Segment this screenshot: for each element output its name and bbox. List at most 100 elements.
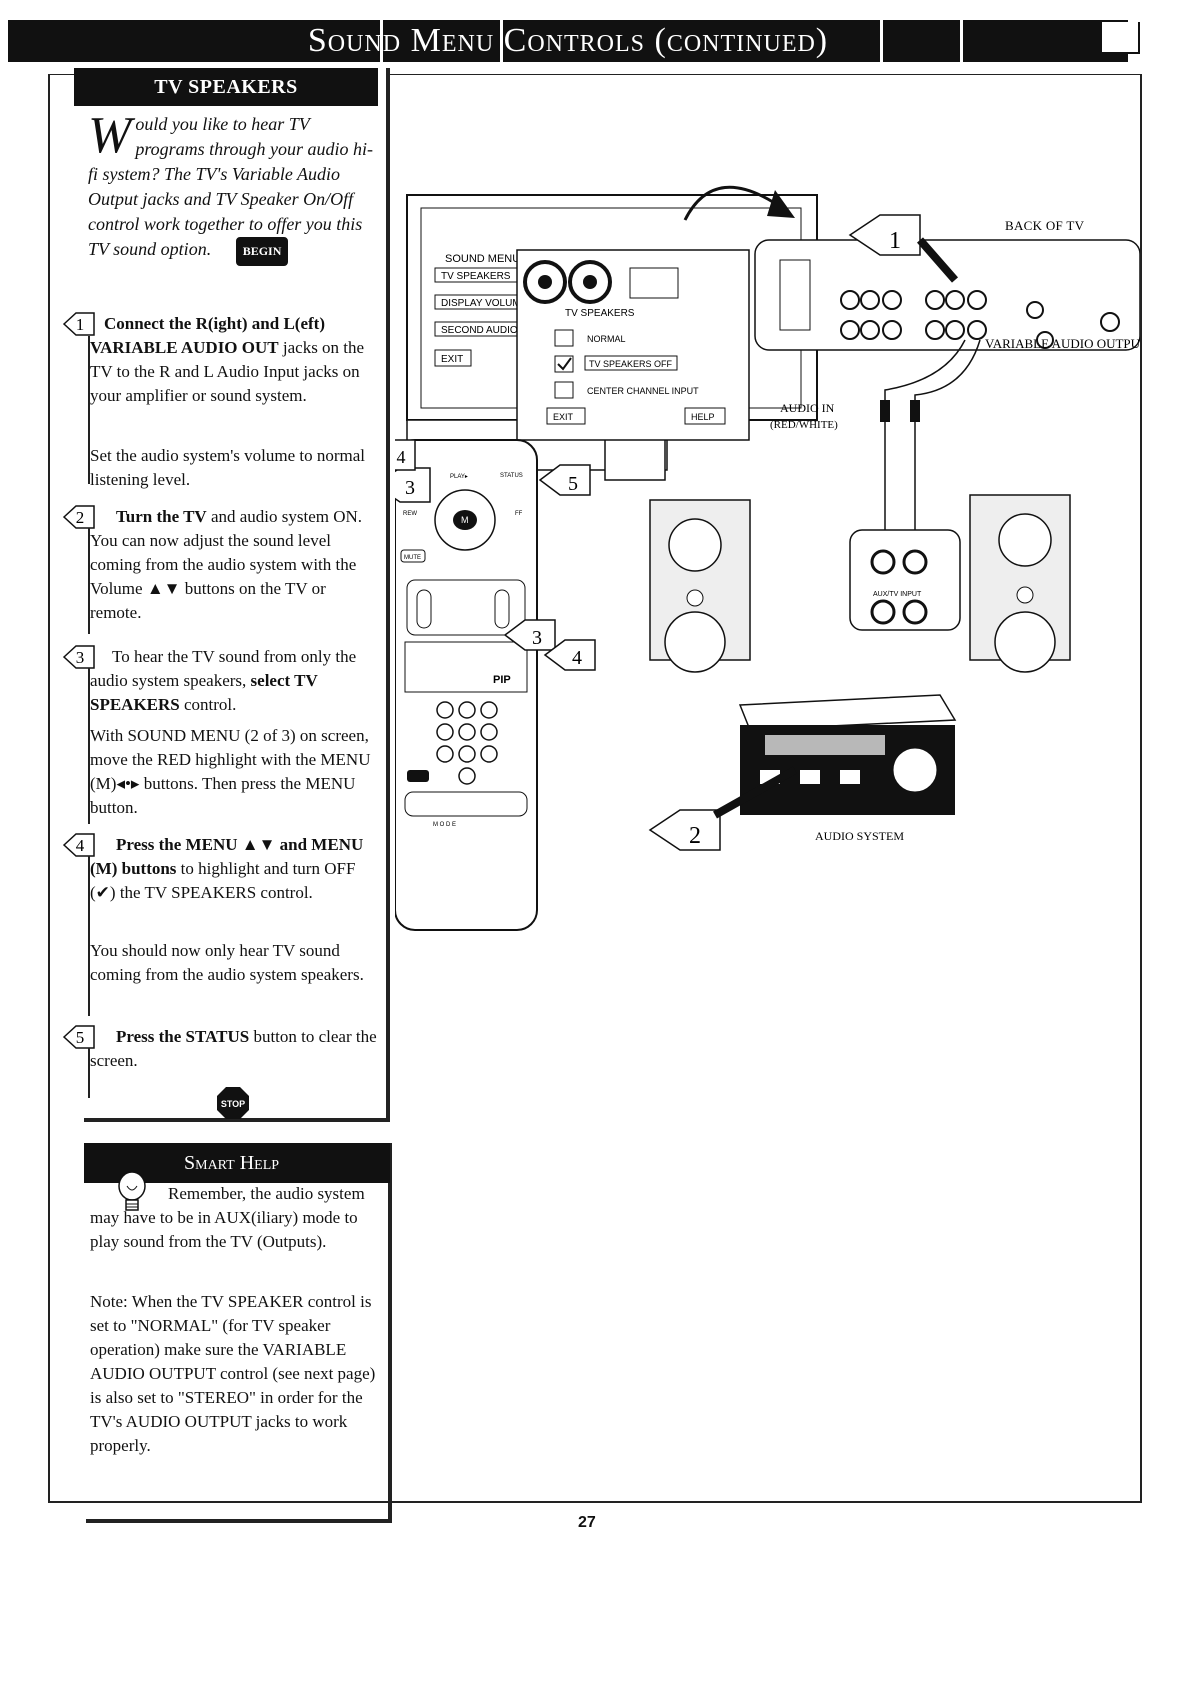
step-5-heading: Press the STATUS [116, 1027, 250, 1046]
step-2-icon: 2 [62, 505, 95, 529]
audio-cable [884, 339, 966, 450]
lightbulb-icon [118, 1171, 146, 1211]
banner-stripe [380, 20, 383, 62]
step-2-text: Turn the TV and audio system ON. You can… [90, 505, 380, 625]
svg-text:PIP: PIP [493, 674, 511, 686]
svg-text:4: 4 [76, 836, 85, 855]
svg-text:AUX/TV INPUT: AUX/TV INPUT [873, 591, 922, 598]
banner-stripe [500, 20, 503, 62]
step-3-icon: 3 [62, 645, 95, 669]
svg-text:3: 3 [405, 477, 415, 499]
svg-text:CENTER CHANNEL INPUT: CENTER CHANNEL INPUT [587, 386, 699, 396]
step-1-note: Set the audio system's volume to normal … [90, 446, 366, 489]
svg-text:NORMAL: NORMAL [587, 334, 626, 344]
svg-text:STATUS: STATUS [500, 473, 523, 479]
svg-text:PLAY▸: PLAY▸ [450, 474, 468, 480]
remote-control: M PLAY▸ STATUS REW FF MUTE PIP M O D E [395, 439, 538, 931]
svg-text:EXIT: EXIT [553, 412, 574, 422]
connection-illustration: SOUND MENU TV SPEAKERS DISPLAY VOLUME SE… [395, 185, 1140, 931]
svg-text:REW: REW [403, 511, 417, 517]
svg-text:TV SPEAKERS: TV SPEAKERS [441, 271, 511, 282]
step-1-heading: Connect the R(ight) and L(eft) VARIABLE … [90, 314, 325, 357]
banner-stripe [960, 20, 963, 62]
variable-audio-label: VARIABLE AUDIO OUTPUT JACKS [985, 336, 1140, 351]
svg-text:HELP: HELP [691, 412, 715, 422]
step-4-icon: 4 [62, 833, 95, 857]
step-2-heading-rest: and audio system ON. You can now adjust … [90, 507, 363, 622]
step-5-icon: 5 [62, 1025, 95, 1049]
callout-4-icon: 4 [395, 439, 416, 471]
step-4-bar [88, 856, 90, 1016]
svg-text:SECOND AUDIO PR: SECOND AUDIO PR [441, 325, 534, 336]
smart-help-text-2: Note: When the TV SPEAKER control is set… [90, 1292, 376, 1455]
rca-plug-icon [880, 400, 890, 422]
smart-help-text-1-body: Remember, the audio system may have to b… [90, 1184, 365, 1251]
tv-back-panel: BACK OF TV [754, 218, 1140, 351]
audio-in-label: AUDIO IN [780, 401, 835, 415]
tv-sound-menu: SOUND MENU TV SPEAKERS DISPLAY VOLUME SE… [434, 253, 536, 367]
callout-4b-icon: 4 [543, 639, 596, 671]
svg-text:5: 5 [76, 1028, 85, 1047]
svg-text:STOP: STOP [221, 1099, 245, 1109]
right-speaker [969, 494, 1071, 673]
svg-text:TV SPEAKERS: TV SPEAKERS [565, 308, 635, 319]
header-tab-marker [1100, 22, 1140, 54]
smart-help-text-1: Remember, the audio system may have to b… [90, 1182, 386, 1254]
step-3-text: To hear the TV sound from only the audio… [90, 645, 382, 717]
left-speaker [649, 499, 751, 673]
audio-system-label: AUDIO SYSTEM [815, 829, 904, 843]
svg-text:4: 4 [397, 447, 406, 467]
callout-3-icon: 3 [395, 467, 431, 503]
stop-icon: STOP [217, 1087, 249, 1119]
callout-2-icon: 2 [648, 766, 797, 851]
step-1-text: Connect the R(ight) and L(eft) VARIABLE … [90, 312, 380, 408]
step-2-heading: Turn the TV [116, 507, 207, 526]
svg-text:FF: FF [515, 511, 523, 517]
svg-text:EXIT: EXIT [441, 354, 463, 365]
step-1-icon: 1 [62, 312, 95, 336]
svg-text:5: 5 [568, 473, 578, 495]
begin-badge: BEGIN [235, 237, 289, 266]
intro-body: ould you like to hear TV programs throug… [88, 114, 374, 259]
step-4-heading-rest: to highlight and turn OFF (✔) the TV SPE… [90, 859, 356, 902]
step-3-heading-pre: To hear the TV sound from only the audio… [90, 647, 357, 690]
arrow-head-icon [767, 190, 795, 218]
step-1-heading-rest: jacks on the TV to the R and L Audio Inp… [90, 338, 365, 405]
tv-speakers-submenu: TV SPEAKERS NORMAL TV SPEAKERS OFF CENTE… [516, 249, 750, 441]
audio-system-receiver [738, 694, 957, 815]
svg-text:2: 2 [76, 508, 85, 527]
step-3-note: With SOUND MENU (2 of 3) on screen, move… [90, 726, 371, 817]
section-title: TV SPEAKERS [74, 68, 378, 106]
svg-text:SOUND MENU: SOUND MENU [445, 253, 520, 265]
banner-stripe [880, 20, 883, 62]
step-3-heading: select TV SPEAKERS [90, 671, 318, 714]
page-number: 27 [578, 1514, 596, 1531]
step-5-text: Press the STATUS button to clear the scr… [90, 1025, 380, 1073]
page-title: Sound Menu Controls (continued) [307, 22, 829, 59]
smart-help-box [86, 1143, 392, 1523]
step-3-bar [88, 668, 90, 824]
rca-plug-icon [910, 400, 920, 422]
svg-text:3: 3 [76, 648, 85, 667]
svg-text:M O D E: M O D E [433, 822, 456, 828]
callout-5-icon: 5 [538, 464, 591, 496]
step-5-heading-rest: button to clear the screen. [90, 1027, 377, 1070]
step-4-note: You should now only hear TV sound coming… [90, 941, 364, 984]
svg-text:2: 2 [689, 823, 701, 849]
step-3-heading-rest: control. [179, 695, 237, 714]
svg-text:MUTE: MUTE [404, 555, 421, 561]
svg-text:1: 1 [76, 315, 85, 334]
svg-text:4: 4 [572, 647, 582, 669]
arrow-icon [683, 185, 786, 221]
svg-text:TV SPEAKERS OFF: TV SPEAKERS OFF [589, 359, 673, 369]
svg-text:3: 3 [532, 627, 542, 649]
intro-dropcap: W [88, 107, 132, 164]
svg-text:M: M [461, 515, 469, 525]
step-4-heading: Press the MENU ▲▼ and MENU (M) buttons [90, 835, 364, 878]
amp-input-panel: AUX/TV INPUT [849, 529, 961, 631]
audio-cable [914, 339, 981, 450]
header-banner [8, 20, 1128, 62]
svg-text:1: 1 [889, 228, 901, 254]
step-2-bar [88, 528, 90, 634]
